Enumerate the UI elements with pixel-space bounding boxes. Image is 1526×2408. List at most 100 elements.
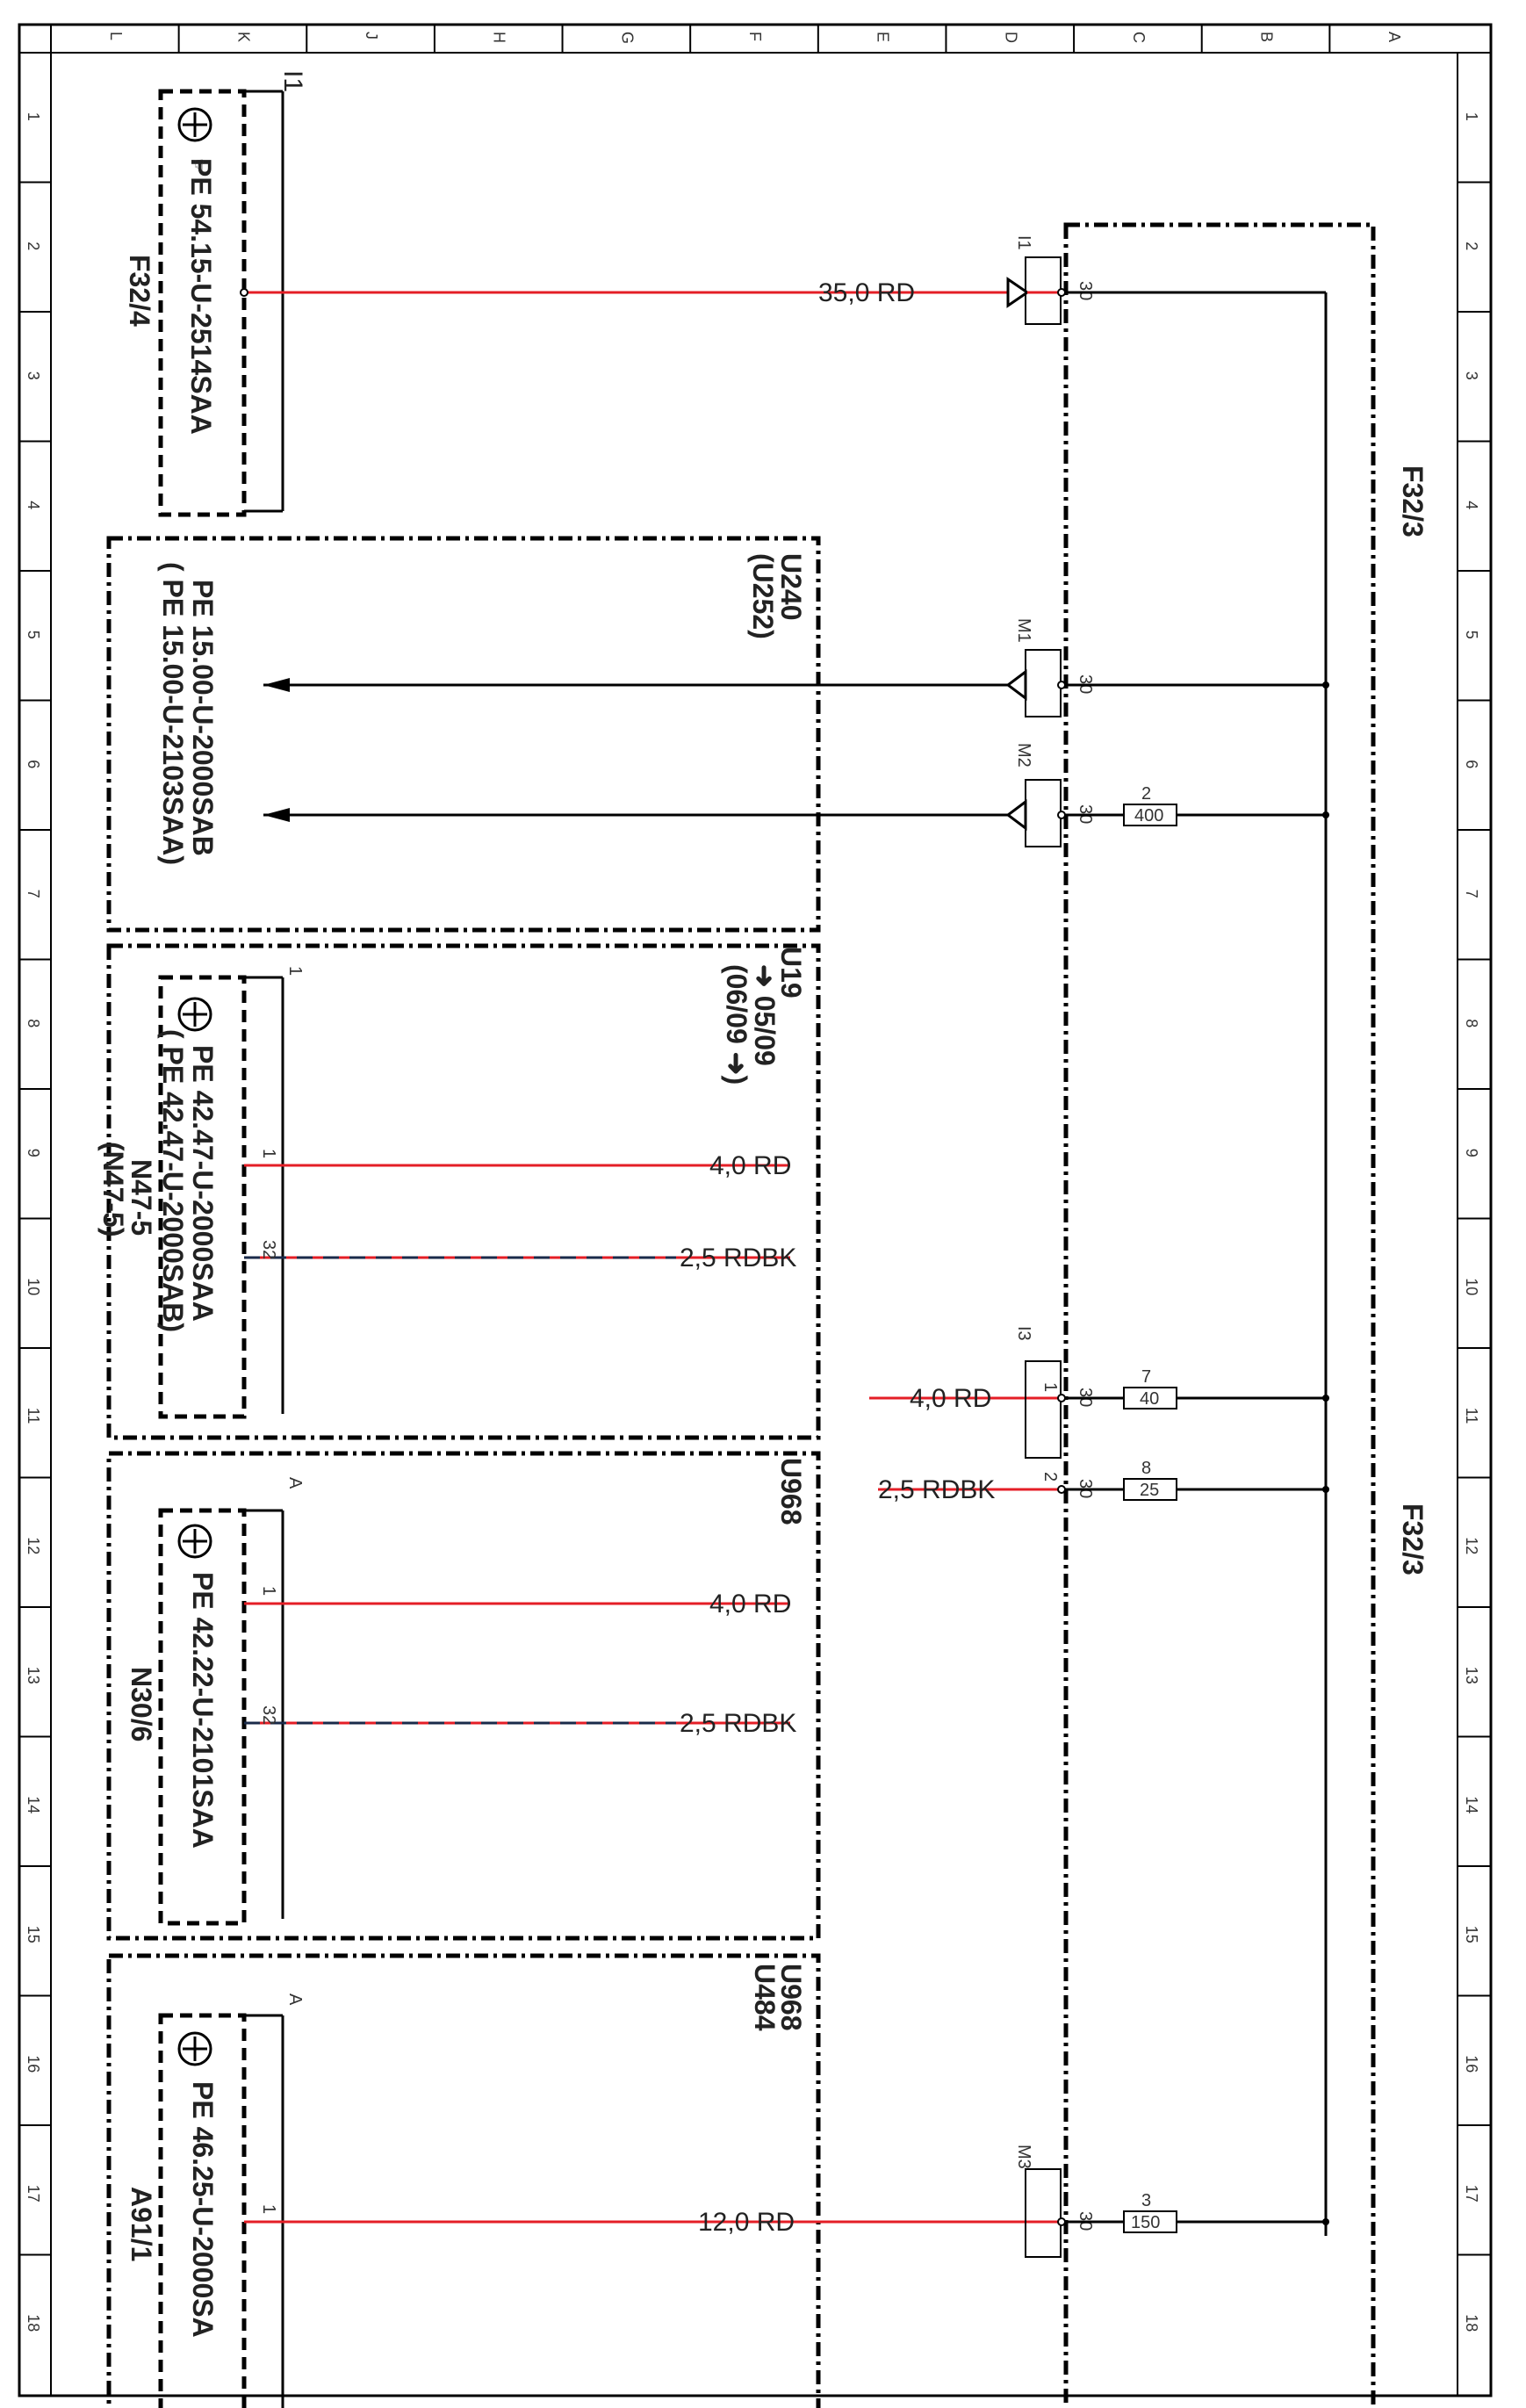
row-label: 9 xyxy=(1463,1149,1480,1157)
wire-n47-4-rd-label: 4,0 RD xyxy=(709,1151,791,1180)
row-label: 9 xyxy=(25,1149,42,1157)
connector-i3 xyxy=(1025,1360,1062,1459)
fuse-40-rating: 40 xyxy=(1140,1389,1159,1409)
connector-i3-label: I3 xyxy=(1014,1326,1033,1341)
a91-pin-label: A xyxy=(285,1993,305,2006)
row-label: 15 xyxy=(25,1926,42,1943)
group-f32-3-label: F32/3 xyxy=(1397,465,1429,537)
pin-30: 30 xyxy=(1076,281,1095,300)
pin-32-n30: 32 xyxy=(259,1705,278,1725)
pin-1-a91: 1 xyxy=(259,2204,278,2214)
row-label: 1 xyxy=(25,112,42,121)
row-label: 6 xyxy=(25,760,42,768)
u240-pe1: PE 15.00-U-2000SAB xyxy=(187,580,219,856)
u240-pe2: ( PE 15.00-U-2103SAA) xyxy=(157,562,189,865)
fuse-40-num: 7 xyxy=(1141,1367,1151,1387)
u240-alt: (U252) xyxy=(747,553,779,639)
row-label: 10 xyxy=(25,1278,42,1295)
column-label: K xyxy=(234,32,252,42)
column-label: H xyxy=(491,32,508,43)
row-label: 12 xyxy=(25,1537,42,1554)
pin-32: 32 xyxy=(259,1240,278,1259)
row-label: 2 xyxy=(1463,242,1480,250)
row-label: 5 xyxy=(25,631,42,639)
connector-m2 xyxy=(1025,779,1062,847)
row-label: 10 xyxy=(1463,1278,1480,1295)
fuse-25-rating: 25 xyxy=(1140,1481,1159,1500)
n47-pe2: ( PE 42.47-U-2000SAB) xyxy=(157,1029,189,1332)
n47-ref: N47-5 xyxy=(126,1159,157,1236)
n47-inner-frame xyxy=(158,975,247,1419)
a91-ref: A91/1 xyxy=(126,2187,157,2261)
arrow-left-icon xyxy=(263,808,290,822)
wire-i3-2-5-rdbk-label: 2,5 RDBK xyxy=(878,1475,995,1504)
sheet-inner-frame xyxy=(50,52,1458,2397)
connector-m3-label: M3 xyxy=(1014,2145,1033,2169)
n47-code: U19 xyxy=(775,947,807,999)
row-label: 8 xyxy=(1463,1019,1480,1027)
row-label: 17 xyxy=(25,2185,42,2203)
ground-symbol-icon xyxy=(177,1524,212,1559)
n30-inner-frame xyxy=(158,1508,247,1926)
wire-n30-4-rd-label: 4,0 RD xyxy=(709,1590,791,1619)
fuse-25-num: 8 xyxy=(1141,1459,1151,1478)
n47-pe1: PE 42.47-U-2000SAA xyxy=(187,1045,219,1322)
row-label: 17 xyxy=(1463,2185,1480,2203)
row-label: 1 xyxy=(1463,112,1480,121)
row-label: 7 xyxy=(25,890,42,898)
row-label: 14 xyxy=(1463,1796,1480,1813)
column-label: F xyxy=(746,32,764,41)
column-label: L xyxy=(107,32,125,40)
group-f32-3-frame xyxy=(1063,222,1376,2408)
pin-2-i3: 2 xyxy=(1040,1472,1060,1482)
pin-1-i3: 1 xyxy=(1040,1382,1060,1392)
connector-arrow-icon xyxy=(1006,277,1030,308)
wire-n30-2-5-rdbk-label: 2,5 RDBK xyxy=(680,1709,796,1738)
wire-i3-4-rd-label: 4,0 RD xyxy=(910,1384,991,1413)
fuse-150-rating: 150 xyxy=(1131,2213,1160,2232)
column-label: J xyxy=(363,32,380,40)
row-label: 13 xyxy=(25,1667,42,1684)
arrow-left-icon xyxy=(263,678,290,692)
n30-ref: N30/6 xyxy=(126,1667,157,1741)
row-label: 8 xyxy=(25,1019,42,1027)
row-label: 3 xyxy=(1463,371,1480,380)
column-label: G xyxy=(618,32,636,44)
row-label: 16 xyxy=(25,2055,42,2073)
n30-pin-label: A xyxy=(285,1477,305,1489)
row-label: 5 xyxy=(1463,631,1480,639)
n30-pe: PE 42.22-U-2101SAA xyxy=(187,1572,219,1849)
row-label: 4 xyxy=(1463,501,1480,509)
n47-alt: (N47-5) xyxy=(97,1142,129,1236)
column-label: E xyxy=(875,32,892,42)
row-label: 18 xyxy=(1463,2314,1480,2332)
ground-symbol-icon xyxy=(177,2031,212,2066)
connector-m3 xyxy=(1025,2168,1062,2258)
a91-inner-frame xyxy=(158,2013,247,2408)
row-label: 16 xyxy=(1463,2055,1480,2073)
f32-4-pe: PE 54.15-U-2514SAA xyxy=(185,158,217,435)
row-label: 7 xyxy=(1463,890,1480,898)
fuse-400-num: 2 xyxy=(1141,784,1151,804)
pen-icon: ☞ xyxy=(189,158,208,174)
row-label: 6 xyxy=(1463,760,1480,768)
pin-1-n30: 1 xyxy=(259,1586,278,1596)
a91-pe: PE 46.25-U-2000SA xyxy=(187,2081,219,2338)
row-label: 13 xyxy=(1463,1667,1480,1684)
wire-35-rd-label: 35,0 RD xyxy=(818,278,915,307)
ground-symbol-icon xyxy=(177,107,212,142)
u240-ref: U240 xyxy=(775,553,807,621)
row-label: 15 xyxy=(1463,1926,1480,1943)
u240-frame xyxy=(106,536,821,933)
row-label: 18 xyxy=(25,2314,42,2332)
row-label: 11 xyxy=(1463,1408,1480,1424)
column-label: D xyxy=(1002,32,1019,43)
row-label: 12 xyxy=(1463,1537,1480,1554)
column-label: A xyxy=(1386,32,1403,42)
f32-4-pin-label: I1 xyxy=(278,70,307,92)
fuse-150-num: 3 xyxy=(1141,2191,1151,2210)
column-label: B xyxy=(1258,32,1276,42)
